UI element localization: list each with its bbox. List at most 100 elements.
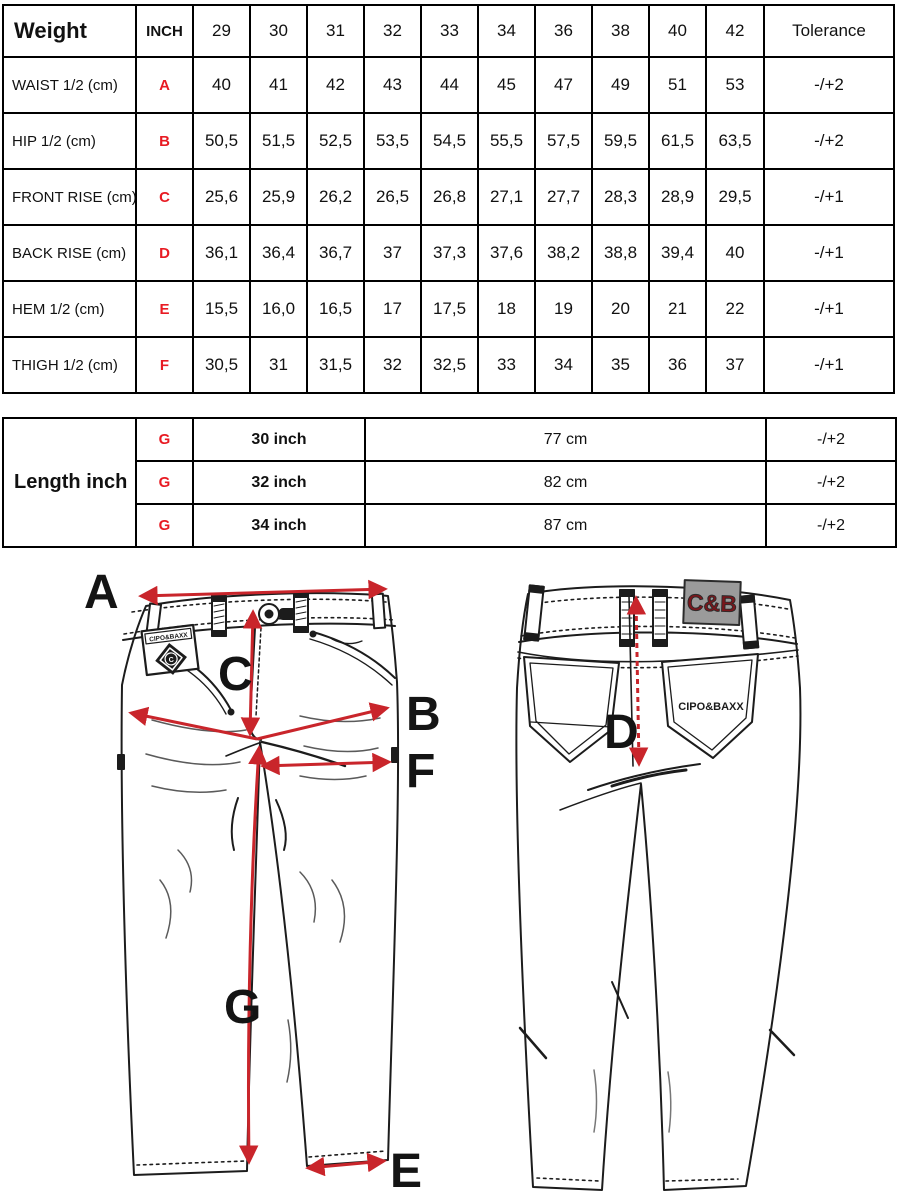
- length-cm-value: 82 cm: [364, 460, 767, 505]
- measure-value: 35: [591, 336, 650, 394]
- measure-value: 37,6: [477, 224, 536, 282]
- measure-value: 38,2: [534, 224, 593, 282]
- measure-value: 20: [591, 280, 650, 338]
- measure-letter: D: [135, 224, 194, 282]
- measure-value: 33: [477, 336, 536, 394]
- size-column-header-30: 30: [249, 4, 308, 58]
- jeans-back-view: C&B CIPO&BAXX: [515, 579, 802, 1191]
- label-F: F: [406, 745, 435, 798]
- size-column-header-38: 38: [591, 4, 650, 58]
- measure-value: 30,5: [192, 336, 251, 394]
- measure-value: 52,5: [306, 112, 365, 170]
- measure-value: 19: [534, 280, 593, 338]
- length-tolerance: -/+2: [765, 417, 897, 462]
- front-brand-patch: CIPO&BAXX C: [140, 623, 200, 677]
- length-cm-value: 77 cm: [364, 417, 767, 462]
- measure-value: 51,5: [249, 112, 308, 170]
- measure-value: 26,8: [420, 168, 479, 226]
- measure-value: 17,5: [420, 280, 479, 338]
- arrow-G-inseam: [239, 745, 268, 1165]
- arrow-F-thigh: [260, 752, 392, 776]
- measure-tolerance: -/+1: [763, 336, 895, 394]
- length-letter: G: [135, 417, 194, 462]
- length-cm-value: 87 cm: [364, 503, 767, 548]
- measure-value: 37,3: [420, 224, 479, 282]
- arrow-D-back-rise: [626, 595, 649, 767]
- measure-value: 36,4: [249, 224, 308, 282]
- length-inch-value: 32 inch: [192, 460, 366, 505]
- measure-tolerance: -/+1: [763, 224, 895, 282]
- measure-value: 25,6: [192, 168, 251, 226]
- measure-letter: E: [135, 280, 194, 338]
- measurement-letters: A C B F G E D: [84, 566, 639, 1198]
- measure-value: 17: [363, 280, 422, 338]
- measure-value: 31: [249, 336, 308, 394]
- measure-label: HEM 1/2 (cm): [2, 280, 137, 338]
- back-pocket-right: CIPO&BAXX: [661, 653, 759, 759]
- jeans-measurement-diagram: CIPO&BAXX C: [84, 566, 802, 1198]
- measure-value: 25,9: [249, 168, 308, 226]
- measure-value: 51: [648, 56, 707, 114]
- measure-value: 15,5: [192, 280, 251, 338]
- length-table-row-label: Length inch: [2, 417, 137, 548]
- length-letter: G: [135, 460, 194, 505]
- arrow-B-hip-left: [128, 706, 258, 741]
- measure-value: 16,0: [249, 280, 308, 338]
- label-E: E: [390, 1145, 422, 1198]
- size-table-corner-weight: Weight: [2, 4, 137, 58]
- measure-tolerance: -/+2: [763, 56, 895, 114]
- size-column-header-42: 42: [705, 4, 765, 58]
- measure-value: 31,5: [306, 336, 365, 394]
- front-silhouette: [120, 592, 400, 1176]
- measure-label: WAIST 1/2 (cm): [2, 56, 137, 114]
- measure-value: 53,5: [363, 112, 422, 170]
- measure-value: 22: [705, 280, 765, 338]
- back-brand-patch: C&B: [682, 579, 742, 626]
- size-column-header-29: 29: [192, 4, 251, 58]
- size-column-header-33: 33: [420, 4, 479, 58]
- measure-label: HIP 1/2 (cm): [2, 112, 137, 170]
- measure-value: 28,9: [648, 168, 707, 226]
- measure-value: 44: [420, 56, 479, 114]
- measure-letter: F: [135, 336, 194, 394]
- measure-value: 27,1: [477, 168, 536, 226]
- measure-letter: B: [135, 112, 194, 170]
- measure-value: 16,5: [306, 280, 365, 338]
- measure-value: 61,5: [648, 112, 707, 170]
- measure-value: 55,5: [477, 112, 536, 170]
- measure-value: 59,5: [591, 112, 650, 170]
- measure-value: 45: [477, 56, 536, 114]
- measure-value: 29,5: [705, 168, 765, 226]
- size-table-tolerance-header: Tolerance: [763, 4, 895, 58]
- length-letter: G: [135, 503, 194, 548]
- size-column-header-34: 34: [477, 4, 536, 58]
- measure-value: 43: [363, 56, 422, 114]
- size-column-header-36: 36: [534, 4, 593, 58]
- label-A: A: [84, 566, 119, 619]
- measure-tolerance: -/+1: [763, 168, 895, 226]
- back-patch-label: C&B: [687, 589, 738, 617]
- measure-value: 47: [534, 56, 593, 114]
- measure-tolerance: -/+2: [763, 112, 895, 170]
- back-pocket-label: CIPO&BAXX: [678, 701, 744, 713]
- measure-value: 32,5: [420, 336, 479, 394]
- measure-value: 36: [648, 336, 707, 394]
- length-tolerance: -/+2: [765, 460, 897, 505]
- measure-value: 26,5: [363, 168, 422, 226]
- arrow-E-hem: [305, 1152, 387, 1177]
- measure-value: 26,2: [306, 168, 365, 226]
- measure-value: 40: [705, 224, 765, 282]
- label-C: C: [218, 648, 253, 701]
- measure-letter: C: [135, 168, 194, 226]
